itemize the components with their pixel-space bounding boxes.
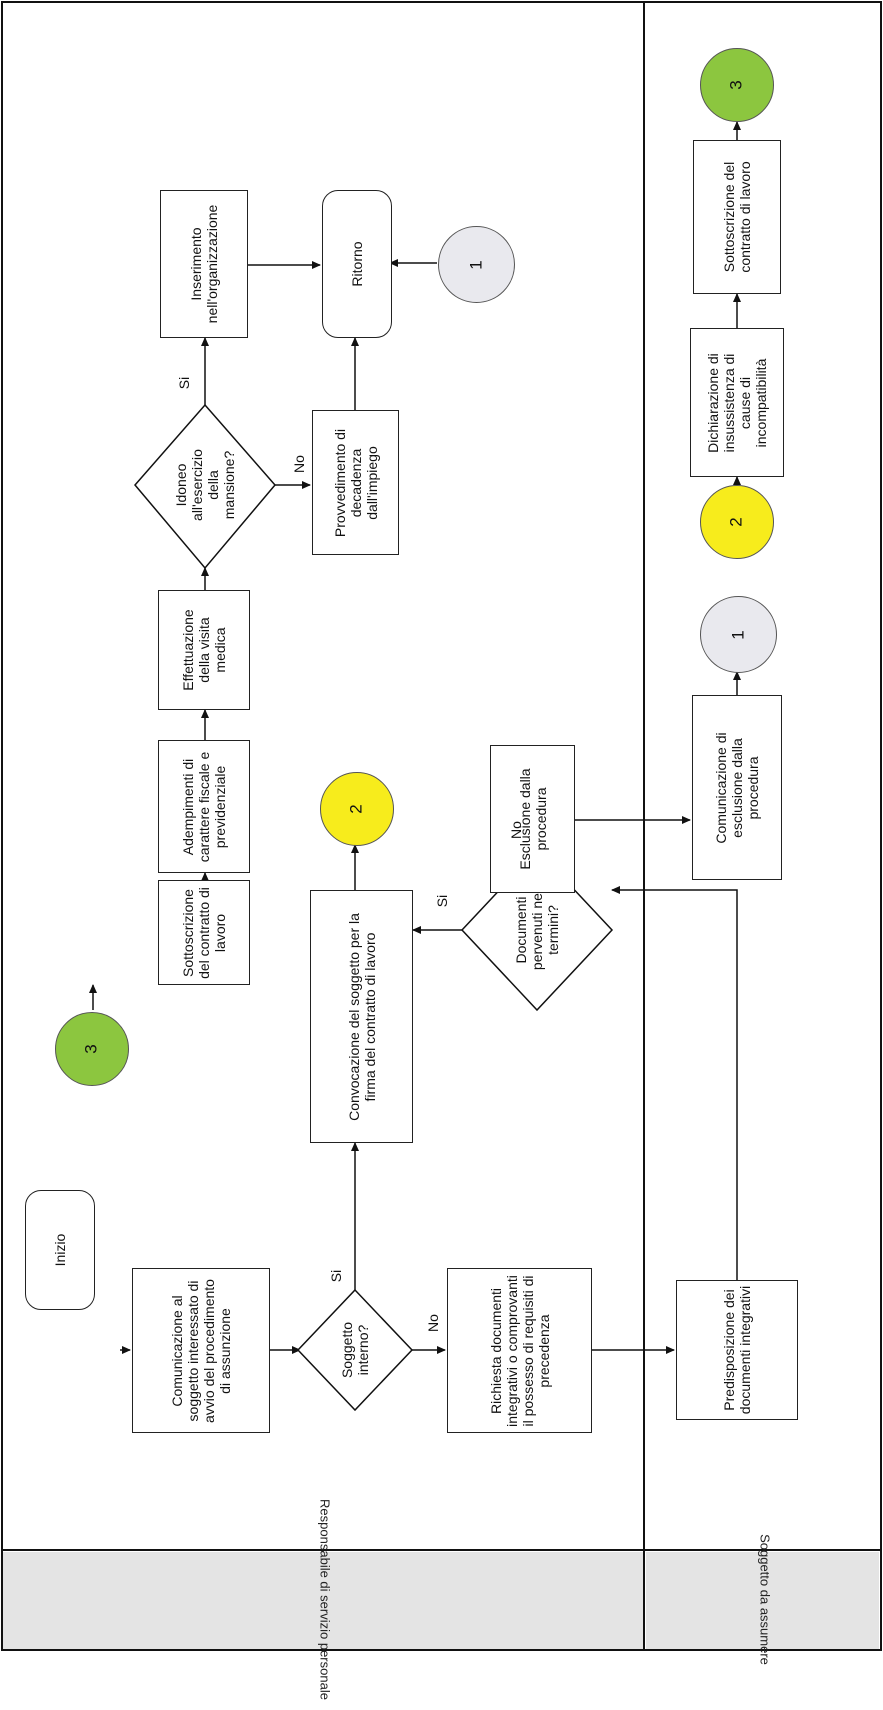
end-node-ritorno-label: Ritorno [349, 241, 365, 287]
lane-borders [1, 1, 882, 1651]
connector-2-bottom: 2 [700, 485, 774, 559]
step-convocazione: Convocazione del soggetto per la firma d… [310, 890, 413, 1143]
start-node-label: Inizio [52, 1233, 68, 1267]
lane-title-soggetto: Soggetto da assumere [757, 1534, 773, 1665]
step-comunicazione-esclusione-label: Comunicazione di esclusione dalla proced… [713, 731, 761, 844]
step-visita-medica: Effettuazione della visita medica [158, 590, 250, 710]
step-provvedimento: Provvedimento di decadenza dall'impiego [312, 410, 399, 555]
step-dichiarazione-label: Dichiarazione di insussistenza di cause … [705, 352, 769, 453]
start-node: Inizio [25, 1190, 95, 1310]
decision-soggetto-interno [296, 1288, 414, 1412]
step-provvedimento-label: Provvedimento di decadenza dall'impiego [331, 428, 380, 537]
step-sottoscrizione-bottom: Sottoscrizione del contratto di lavoro [693, 140, 781, 294]
branch-no-soggetto: No [424, 1314, 441, 1332]
branch-si-soggetto: Si [328, 1269, 345, 1283]
branch-si-documenti: Si [434, 894, 451, 908]
step-comunicazione-avvio: Comunicazione al soggetto interessato di… [132, 1268, 270, 1433]
step-richiesta-documenti-label: Richiesta documenti integrativi o compro… [487, 1274, 552, 1427]
decision-soggetto-interno-label: Soggetto interno? [339, 1321, 371, 1379]
connector-1-bottom: 1 [700, 596, 777, 673]
step-sottoscrizione-top-label: Sottoscrizione del contratto di lavoro [180, 886, 228, 979]
step-comunicazione-esclusione: Comunicazione di esclusione dalla proced… [692, 695, 782, 880]
branch-no-idoneo: No [290, 455, 307, 473]
step-dichiarazione: Dichiarazione di insussistenza di cause … [690, 328, 784, 477]
step-predisposizione: Predisposizione dei documenti integrativ… [676, 1280, 798, 1420]
lane-label-area-top [3, 1552, 643, 1649]
step-inserimento: Inserimento nell'organizzazione [160, 190, 248, 338]
step-predisposizione-label: Predisposizione dei documenti integrativ… [721, 1285, 753, 1415]
connector-2-top: 2 [320, 772, 394, 846]
lane-title-responsabile: Responsabile di servizio personale [317, 1499, 333, 1700]
connector-3-bottom: 3 [700, 48, 774, 122]
step-convocazione-label: Convocazione del soggetto per la firma d… [345, 912, 378, 1121]
end-node-ritorno: Ritorno [322, 190, 392, 338]
branch-no-documenti: No [507, 821, 524, 839]
lane-label-area-bottom [646, 1552, 879, 1649]
step-adempimenti: Adempimenti di carattere fiscale e previ… [158, 740, 250, 873]
step-adempimenti-label: Adempimenti di carattere fiscale e previ… [180, 751, 228, 862]
step-comunicazione-avvio-label: Comunicazione al soggetto interessato di… [169, 1278, 233, 1423]
step-inserimento-label: Inserimento nell'organizzazione [188, 204, 220, 324]
branch-si-idoneo: Si [176, 376, 193, 390]
connector-3-top: 3 [55, 1012, 129, 1086]
step-visita-medica-label: Effettuazione della visita medica [180, 609, 228, 691]
step-richiesta-documenti: Richiesta documenti integrativi o compro… [447, 1268, 592, 1433]
step-esclusione-label: Esclusione dalla procedura [516, 768, 549, 870]
decision-idoneo-label: Idoneo all'esercizio della mansione? [173, 449, 237, 521]
step-sottoscrizione-bottom-label: Sottoscrizione del contratto di lavoro [721, 161, 753, 273]
step-sottoscrizione-top: Sottoscrizione del contratto di lavoro [158, 880, 250, 985]
decision-documenti-pervenuti-label: Documenti pervenuti nei termini? [513, 889, 561, 971]
decision-idoneo [134, 403, 276, 570]
connector-1-top: 1 [438, 226, 515, 303]
step-esclusione: Esclusione dalla procedura [490, 745, 575, 893]
